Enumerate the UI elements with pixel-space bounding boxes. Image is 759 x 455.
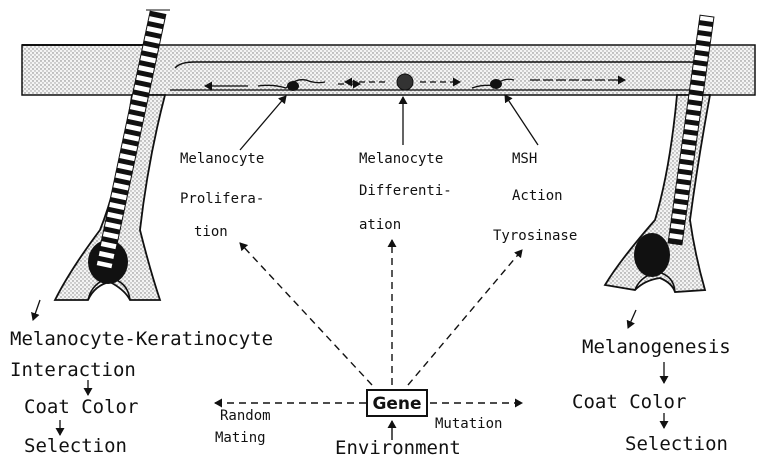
svg-text:ation: ation [359, 217, 401, 233]
skin-layer [22, 45, 755, 95]
svg-text:tion: tion [194, 224, 228, 240]
svg-text:Random: Random [220, 408, 271, 424]
svg-text:Tyrosinase: Tyrosinase [493, 228, 577, 244]
svg-text:Action: Action [512, 188, 563, 204]
svg-text:Selection: Selection [625, 433, 728, 455]
gene-box: Gene [367, 390, 427, 416]
svg-text:Selection: Selection [24, 435, 127, 455]
svg-text:Melanocyte: Melanocyte [359, 151, 443, 167]
svg-text:Prolifera-: Prolifera- [180, 191, 264, 207]
svg-text:Melanogenesis: Melanogenesis [582, 336, 731, 358]
label-random-mating: Random Mating [215, 408, 271, 446]
svg-text:Interaction: Interaction [10, 359, 136, 381]
svg-text:Differenti-: Differenti- [359, 183, 452, 199]
label-msh-action: MSH Action Tyrosinase [493, 151, 577, 244]
svg-text:Coat Color: Coat Color [24, 396, 138, 418]
label-mutation: Mutation [435, 416, 502, 432]
leader-arrows [240, 95, 538, 150]
label-melanocyte-proliferation: Melanocyte Prolifera- tion [180, 151, 264, 240]
svg-text:Melanocyte-Keratinocyte: Melanocyte-Keratinocyte [10, 328, 273, 350]
label-environment: Environment [335, 437, 461, 455]
svg-text:Gene: Gene [372, 394, 421, 414]
label-melanocyte-differentiation: Melanocyte Differenti- ation [359, 151, 452, 233]
svg-text:MSH: MSH [512, 151, 537, 167]
svg-text:Mating: Mating [215, 430, 266, 446]
right-chain-labels: Melanogenesis Coat Color Selection [572, 336, 731, 455]
svg-text:Melanocyte: Melanocyte [180, 151, 264, 167]
gene-arrows [215, 240, 522, 403]
svg-text:Coat Color: Coat Color [572, 391, 686, 413]
